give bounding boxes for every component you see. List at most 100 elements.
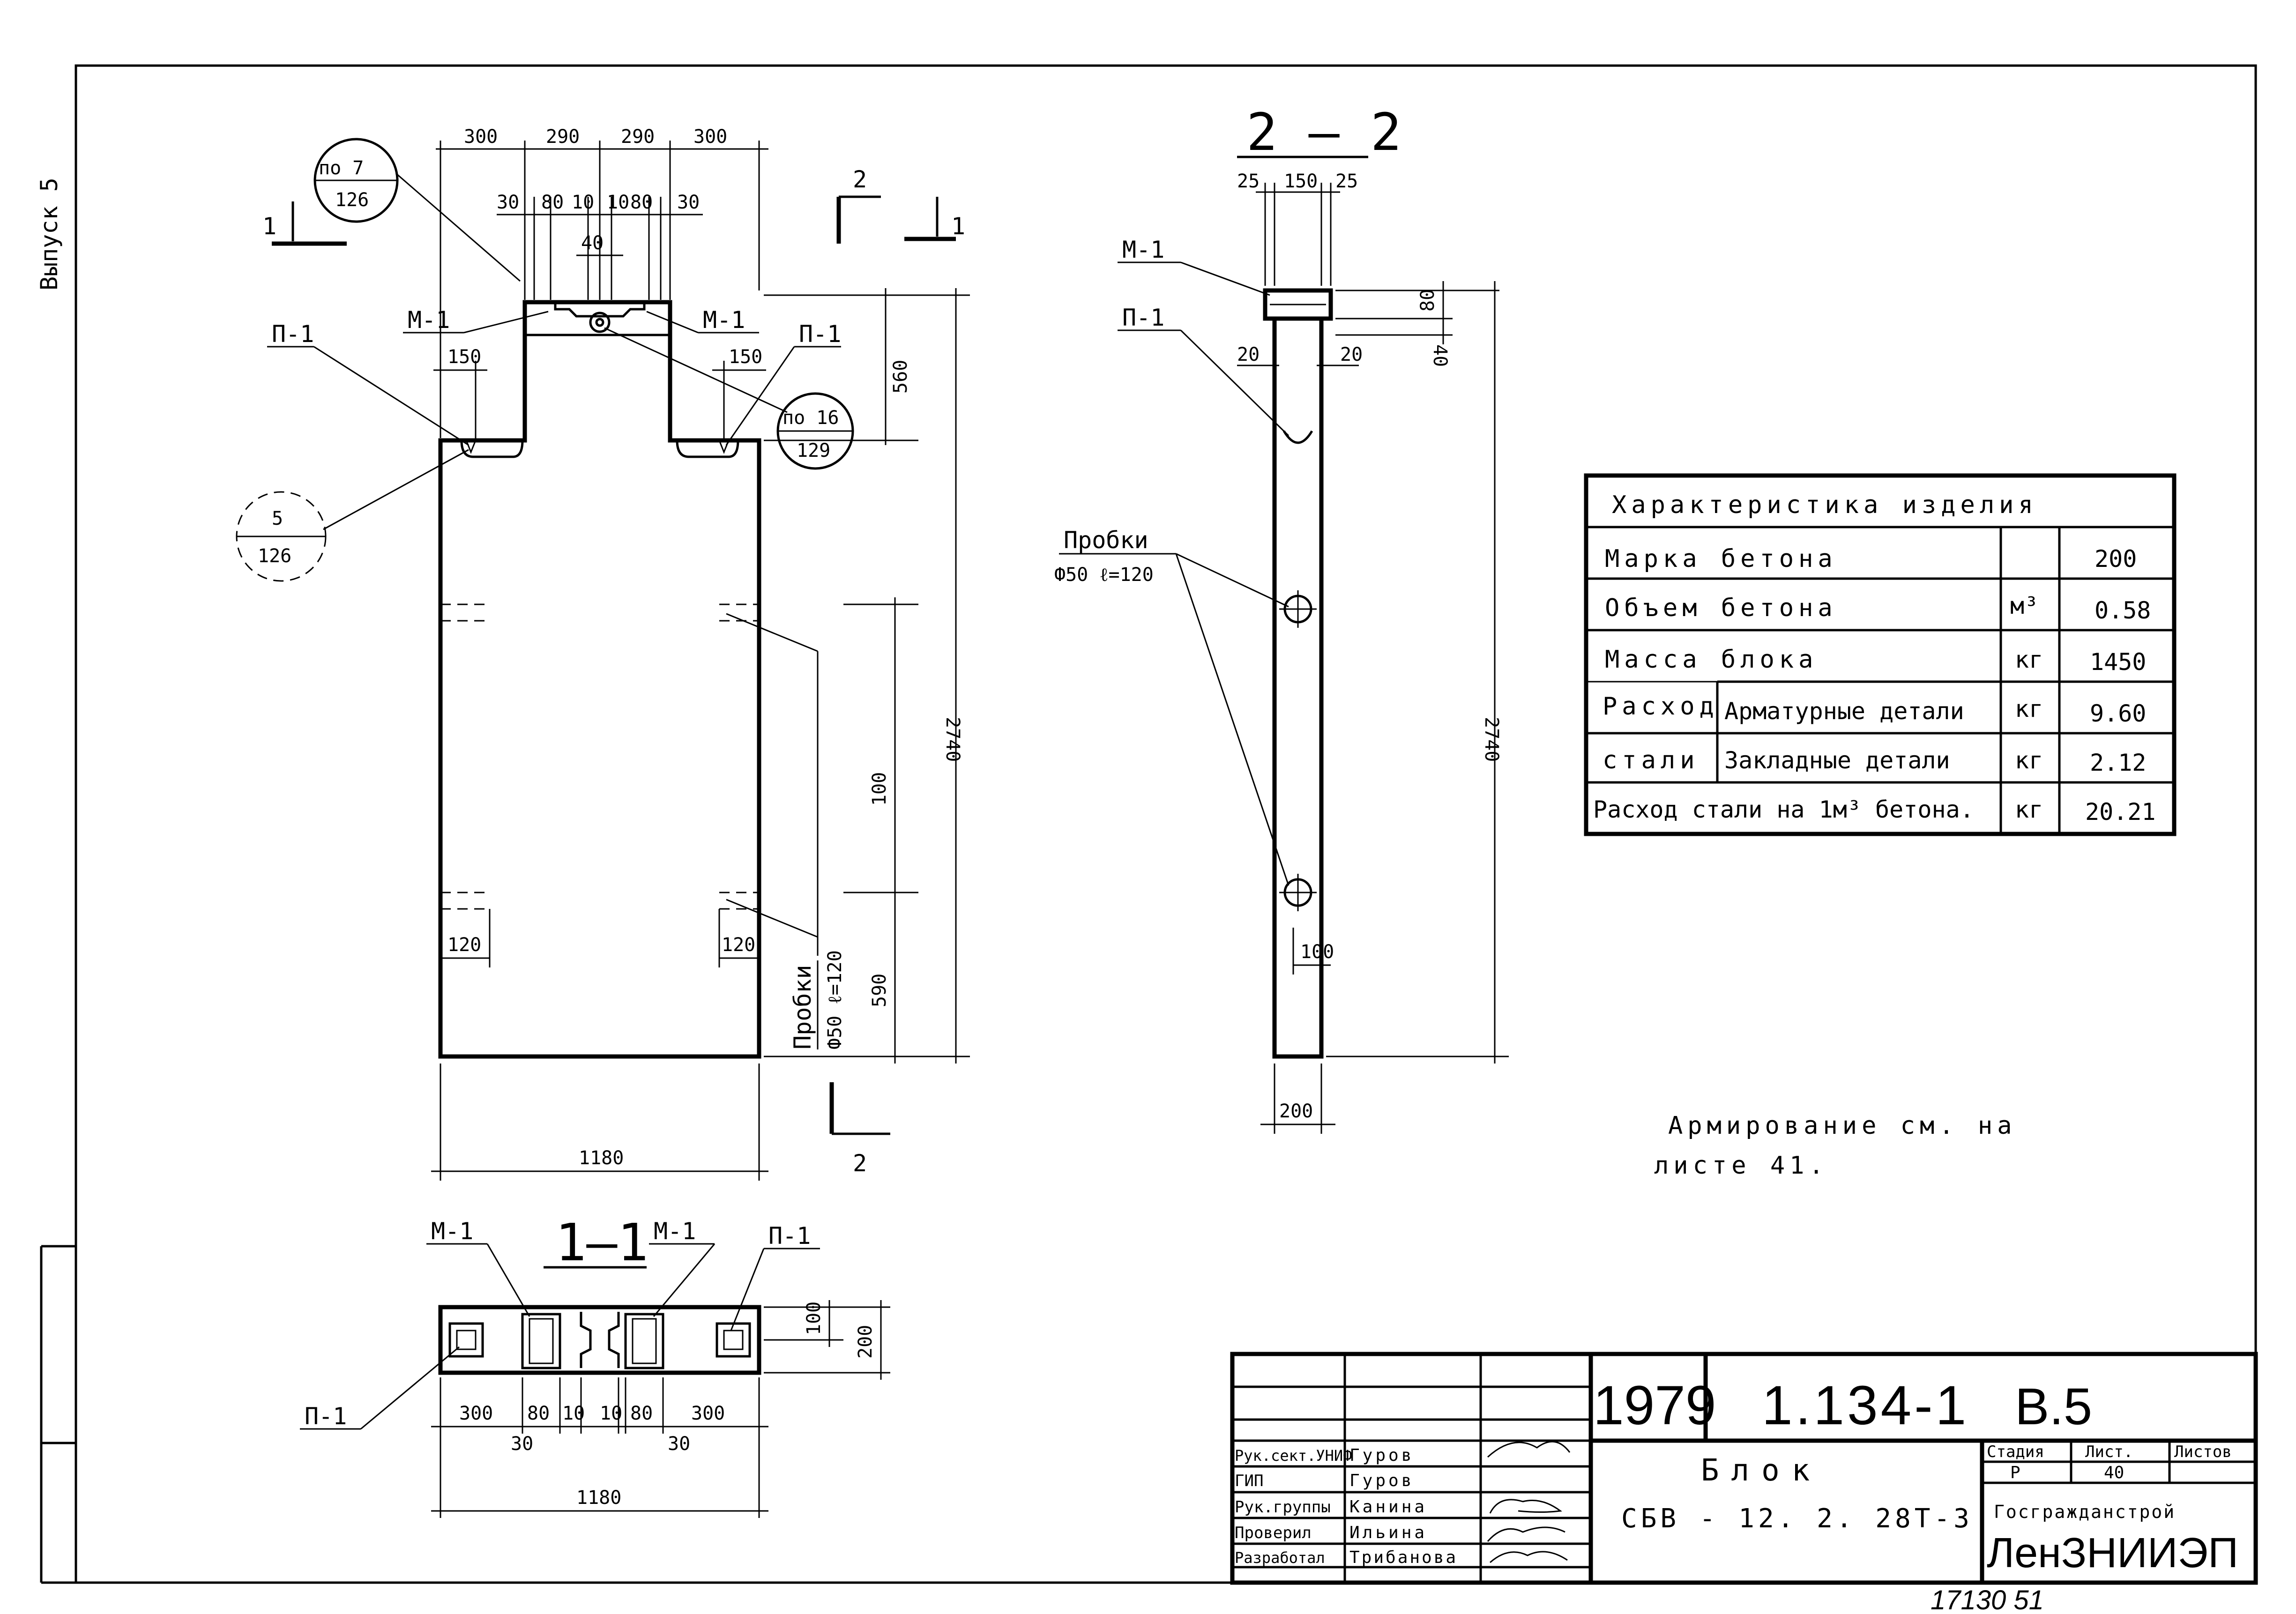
cut-2-top: 2 [853, 166, 867, 193]
note-line1: Армирование см. на [1668, 1112, 2017, 1140]
row-label-concrete-grade: Марка бетона [1605, 545, 1837, 573]
name-chief-engineer: Гуров [1349, 1471, 1414, 1490]
row-unit-steel-per-m3: кг [2015, 796, 2043, 823]
signature-2 [1489, 1499, 1562, 1514]
row-value-concrete-grade: 200 [2095, 545, 2137, 573]
dim-300-left: 300 [464, 126, 498, 148]
stage-label: Стадия [1987, 1443, 2044, 1461]
dim-80-right-section: 80 [630, 1403, 653, 1424]
section-1-1: 1—1 М-1 М-1 П-1 П-1 300 80 [300, 1212, 890, 1518]
title-block: Рук.сект.УНИФ Гуров ГИП Гуров Рук.группы… [1230, 1352, 2258, 1585]
dim-20-left: 20 [1237, 344, 1260, 365]
role-chief-engineer: ГИП [1235, 1472, 1263, 1490]
section-2-2-title: 2 — 2 [1246, 102, 1401, 162]
row-unit-concrete-volume: м³ [2010, 592, 2038, 619]
dim-80-right: 80 [630, 192, 653, 213]
dim-290-right: 290 [621, 126, 655, 148]
dim-590: 590 [869, 974, 890, 1007]
section-1-1-title: 1—1 [555, 1212, 649, 1272]
dim-1180-section: 1180 [576, 1487, 621, 1509]
dim-10-left-section: 10 [562, 1403, 585, 1424]
row-value-embedded: 2.12 [2090, 749, 2146, 776]
note-line2: листе 41. [1654, 1152, 1828, 1180]
stage-value: Р [2010, 1463, 2020, 1482]
callout-right-sheet: 129 [797, 440, 830, 461]
label-m1-section: М-1 [1122, 236, 1164, 263]
signature-1 [1487, 1441, 1571, 1458]
row-value-rebar: 9.60 [2090, 700, 2146, 727]
role-developed: Разработал [1235, 1549, 1325, 1567]
dim-150-left: 150 [447, 346, 481, 368]
label-m1-left: М-1 [408, 306, 450, 334]
sheet-frame [75, 64, 2257, 1584]
name-group-head: Канина [1349, 1497, 1427, 1517]
sheets-label: Листов [2174, 1443, 2232, 1461]
callout-top-sheet: 126 [335, 189, 369, 211]
row-value-steel-per-m3: 20.21 [2085, 798, 2156, 826]
name-checked: Ильина [1349, 1523, 1427, 1542]
dim-300-right: 300 [693, 126, 727, 148]
dim-80-left: 80 [541, 192, 564, 213]
label-m1-right-section: М-1 [654, 1218, 696, 1245]
dim-200: 200 [1279, 1101, 1313, 1122]
name-head-section: Гуров [1349, 1446, 1414, 1465]
label-m1-left-section: М-1 [431, 1218, 473, 1245]
callout-top-ref: по 7 [319, 157, 364, 179]
row-unit-embedded: кг [2015, 747, 2043, 774]
dim-20-right: 20 [1340, 344, 1363, 365]
row-value-block-mass: 1450 [2090, 648, 2146, 676]
cut-1-right: 1 [951, 213, 965, 240]
dim-2740-section: 2740 [1481, 717, 1502, 762]
dim-150-right: 150 [729, 346, 762, 368]
dim-10-right-section: 10 [600, 1403, 622, 1424]
callout-left-sheet: 126 [258, 545, 291, 567]
label-p1-section: П-1 [1122, 304, 1164, 331]
section-2-2-top-plate [1263, 288, 1333, 321]
block-outline [438, 300, 761, 1059]
role-head-section: Рук.сект.УНИФ [1235, 1447, 1352, 1465]
cut-1-left: 1 [262, 213, 276, 240]
row-label-block-mass: Масса блока [1605, 646, 1818, 674]
dim-1180: 1180 [579, 1147, 624, 1169]
dim-560: 560 [890, 360, 911, 394]
dim-30-right: 30 [677, 192, 700, 213]
callout-right-ref: по 16 [783, 407, 839, 429]
dim-80-left-section: 80 [527, 1403, 550, 1424]
dim-2740: 2740 [942, 717, 963, 762]
table-title: Характеристика изделия [1612, 491, 2038, 519]
plugs-spec-front: Ф50 ℓ=120 [824, 950, 846, 1049]
dim-120-right: 120 [722, 934, 755, 956]
dim-290-left: 290 [546, 126, 580, 148]
lifting-loop-icon [589, 312, 611, 333]
name-developed: Трибанова [1349, 1548, 1458, 1567]
archive-number: 17130 51 [1931, 1585, 2044, 1614]
signature-3 [1487, 1526, 1565, 1542]
dim-200-section-1: 200 [855, 1325, 876, 1359]
dim-100-section-1: 100 [803, 1302, 825, 1335]
dim-25-left: 25 [1237, 171, 1260, 192]
organization-upper: Госгражданстрой [1994, 1502, 2176, 1522]
row-group-steel-2: стали [1603, 746, 1700, 774]
label-p1-left: П-1 [272, 320, 314, 348]
sheet-label: Лист. [2085, 1443, 2133, 1461]
front-view: 300 290 290 300 30 80 10 10 80 30 40 по … [236, 126, 970, 1181]
row-group-steel-1: Расход [1603, 692, 1719, 721]
row-value-concrete-volume: 0.58 [2095, 597, 2151, 624]
section-2-2: 2 — 2 25 150 25 80 40 20 20 2740 [1054, 102, 1509, 1134]
dim-120-left: 120 [447, 934, 481, 956]
plugs-spec-section: Ф50 ℓ=120 [1054, 564, 1154, 586]
section-1-1-outline [438, 1305, 761, 1375]
dim-100-section: 100 [1300, 941, 1334, 963]
dim-30-right-section: 30 [668, 1433, 690, 1455]
title-issue: В.5 [2015, 1378, 2092, 1435]
characteristics-table: Характеристика изделия Марка бетона 200 … [1584, 473, 2177, 836]
label-p1-right: П-1 [799, 320, 841, 348]
dim-30-left-section: 30 [511, 1433, 533, 1455]
row-label-rebar: Арматурные детали [1724, 698, 1964, 725]
title-code: 1.134-1 [1762, 1375, 1969, 1436]
row-unit-block-mass: кг [2015, 646, 2043, 673]
callout-left-ref: 5 [272, 508, 283, 529]
dim-25-right: 25 [1335, 171, 1358, 192]
organization-name: ЛенЗНИИЭП [1987, 1530, 2238, 1577]
